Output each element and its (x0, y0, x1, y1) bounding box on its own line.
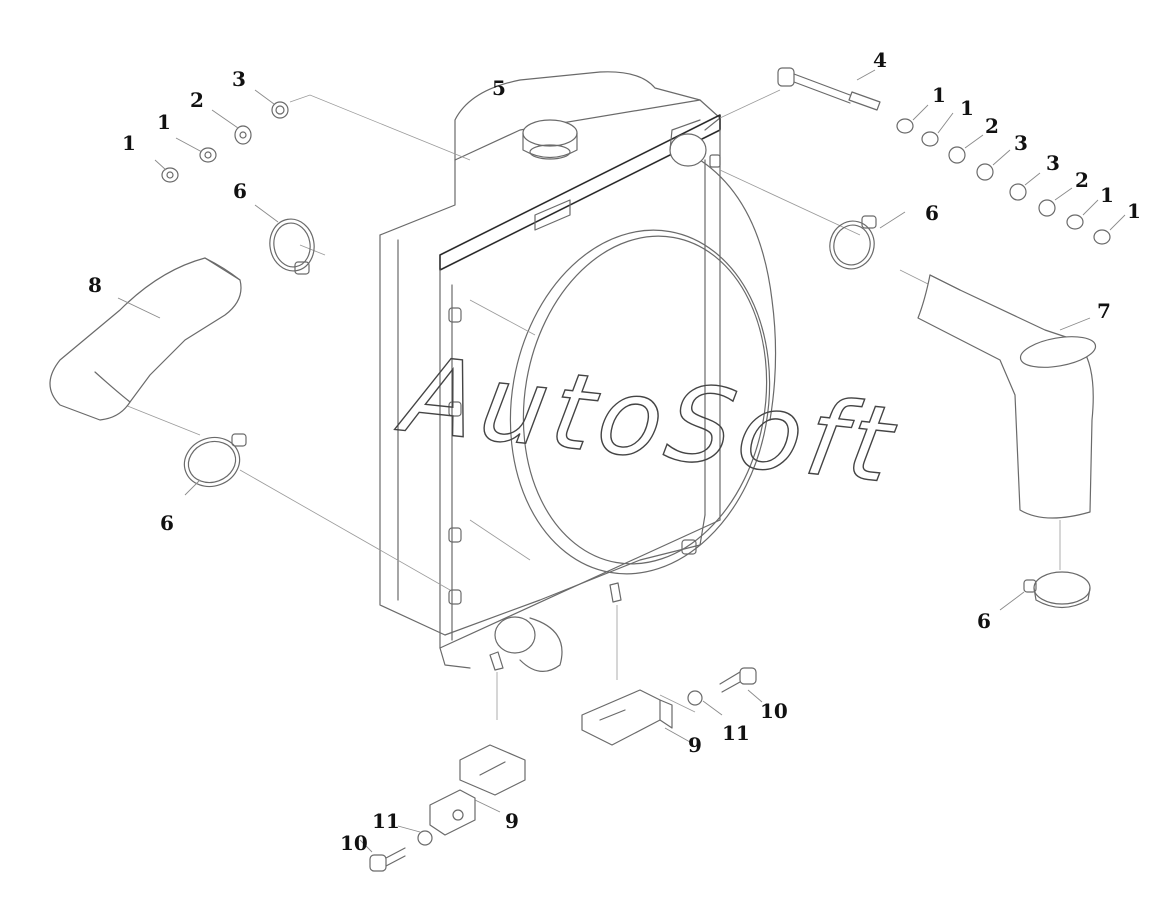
callout-1: 1 (1127, 199, 1141, 223)
frame-bolt (448, 527, 462, 543)
callout-11: 11 (722, 721, 750, 745)
nut (1066, 214, 1084, 230)
callout-3: 3 (1014, 131, 1028, 155)
callout-6: 6 (160, 511, 174, 535)
callout-3: 3 (1046, 151, 1060, 175)
callout-2: 2 (1075, 168, 1089, 192)
mounting-bracket-right (581, 667, 763, 746)
mounting-bracket-left (359, 744, 526, 872)
callout-6: 6 (977, 609, 991, 633)
callout-5: 5 (492, 76, 506, 100)
lower-hose-right (917, 274, 1097, 519)
nut (896, 118, 914, 134)
callout-1: 1 (1100, 183, 1114, 207)
hose-clamp-lower-left (183, 433, 247, 496)
long-bolt (777, 67, 881, 111)
callout-1: 1 (122, 131, 136, 155)
spacer (1009, 183, 1027, 201)
spacer (976, 163, 994, 181)
callout-10: 10 (760, 699, 788, 723)
callout-8: 8 (88, 273, 102, 297)
washer (417, 830, 433, 846)
callout-10: 10 (340, 831, 368, 855)
callout-9: 9 (688, 733, 702, 757)
frame-bolt (448, 307, 462, 323)
hardware-right-upper (777, 67, 1126, 245)
callout-2: 2 (190, 88, 204, 112)
hardware-left-upper (154, 89, 289, 183)
callout-2: 2 (985, 114, 999, 138)
radiator-cap (522, 119, 578, 160)
upper-hose-left (49, 257, 242, 421)
bolt (719, 667, 757, 693)
hose-clamp-upper-left (254, 204, 315, 275)
watermark-text: AutoSoft (390, 333, 907, 507)
frame-bolt (448, 589, 462, 605)
callout-7: 7 (1097, 299, 1111, 323)
callout-1: 1 (157, 110, 171, 134)
callout-3: 3 (232, 67, 246, 91)
callout-4: 4 (873, 48, 887, 72)
nut (199, 147, 217, 163)
nut (161, 167, 179, 183)
radiator-assembly (379, 71, 777, 672)
spacer (271, 101, 289, 119)
hose-clamp-upper-right (829, 211, 906, 270)
washer (234, 125, 252, 145)
callout-11: 11 (372, 809, 400, 833)
callout-9: 9 (505, 809, 519, 833)
frame-bolt (448, 401, 462, 417)
washer (687, 690, 703, 706)
washer (948, 146, 966, 164)
callout-6: 6 (925, 201, 939, 225)
washer (1038, 199, 1056, 217)
nut (1093, 229, 1111, 245)
callout-labels: 1 1 2 3 5 4 1 1 2 3 3 2 1 1 6 6 8 7 6 6 … (88, 48, 1141, 855)
callout-1: 1 (932, 83, 946, 107)
hose-clamp-lower-right (999, 571, 1091, 611)
bolt (369, 847, 406, 872)
callout-6: 6 (233, 179, 247, 203)
callout-1: 1 (960, 96, 974, 120)
nut (921, 131, 939, 147)
